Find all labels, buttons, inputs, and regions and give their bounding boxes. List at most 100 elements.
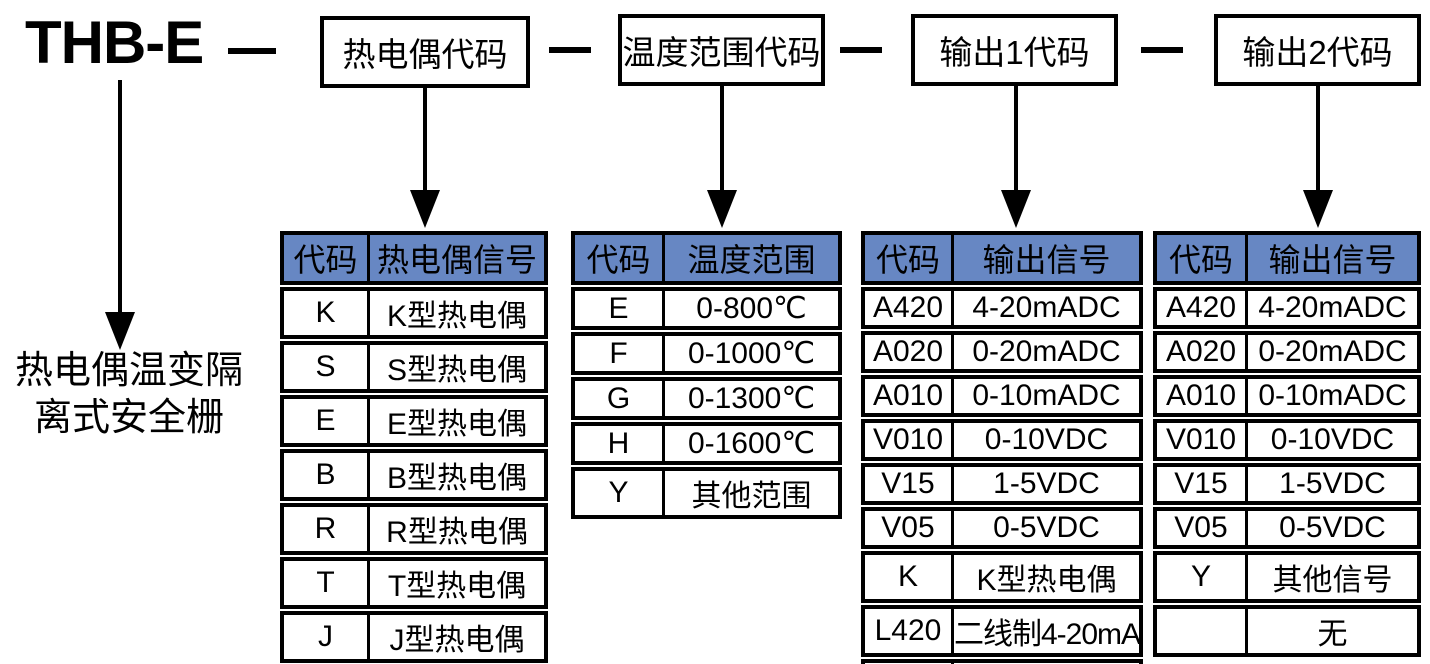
thermocouple-code-box-label: 热电偶代码	[342, 36, 508, 73]
signal-cell: 0-10mADC	[1248, 375, 1421, 417]
code-cell: T	[280, 557, 370, 609]
code-cell: V15	[861, 463, 954, 505]
signal-cell: S型热电偶	[370, 341, 548, 393]
code-cell: S	[280, 341, 370, 393]
model-name: THB-E	[25, 9, 204, 76]
thermocouple-arrow-line	[423, 86, 427, 190]
signal-cell: B型热电偶	[370, 449, 548, 501]
code-cell: Y	[571, 467, 665, 519]
signal-cell: 0-5VDC	[954, 507, 1143, 549]
temperature-range-code-box-label: 温度范围代码	[622, 34, 821, 71]
temperature-range-code-box: 温度范围代码	[618, 14, 825, 86]
signal-cell: 0-800℃	[665, 287, 842, 330]
model-arrow-line	[118, 80, 122, 314]
code-column-header: 代码	[1153, 231, 1248, 285]
signal-cell: 0-1600℃	[665, 422, 842, 465]
signal-column-header: 热电偶信号	[370, 231, 548, 285]
code-cell: K	[280, 287, 370, 339]
signal-cell: 其他信号	[954, 659, 1143, 664]
model-arrow-head-icon	[105, 312, 135, 350]
code-column-header: 代码	[861, 231, 954, 285]
code-column-header: 代码	[280, 231, 370, 285]
signal-cell: 二线制4-20mA	[954, 605, 1143, 657]
code-cell: V010	[861, 419, 954, 461]
dash-separator	[1141, 47, 1183, 53]
dash-separator	[228, 48, 276, 54]
signal-cell: 无	[1248, 605, 1421, 657]
signal-cell: 0-1300℃	[665, 377, 842, 420]
temperature-arrow-head-icon	[707, 190, 737, 228]
signal-cell: 1-5VDC	[954, 463, 1143, 505]
output1-code-box-label: 输出1代码	[939, 34, 1090, 71]
signal-cell: 0-10mADC	[954, 375, 1143, 417]
signal-cell: 0-5VDC	[1248, 507, 1421, 549]
code-cell: E	[280, 395, 370, 447]
code-cell: V05	[1153, 507, 1248, 549]
signal-cell: 其他范围	[665, 467, 842, 519]
code-cell: Y	[861, 659, 954, 664]
code-cell: A020	[1153, 331, 1248, 373]
output1-arrow-head-icon	[1001, 190, 1031, 228]
signal-cell: 0-20mADC	[1248, 331, 1421, 373]
signal-column-header: 温度范围	[665, 231, 842, 285]
thermocouple-code-box: 热电偶代码	[320, 16, 530, 88]
signal-cell: K型热电偶	[954, 551, 1143, 603]
signal-cell: J型热电偶	[370, 611, 548, 663]
code-cell: A020	[861, 331, 954, 373]
thermocouple-arrow-head-icon	[410, 190, 440, 228]
product-description: 热电偶温变隔 离式安全栅	[0, 348, 258, 442]
signal-cell: E型热电偶	[370, 395, 548, 447]
code-column-header: 代码	[571, 231, 665, 285]
code-cell: B	[280, 449, 370, 501]
output1-arrow-line	[1014, 86, 1018, 190]
code-cell	[1153, 605, 1248, 657]
table-row: 无	[1153, 605, 1421, 657]
dash-separator	[840, 47, 882, 53]
signal-cell: 其他信号	[1248, 551, 1421, 603]
code-cell: A010	[1153, 375, 1248, 417]
output1-code-box: 输出1代码	[911, 14, 1118, 86]
signal-cell: 1-5VDC	[1248, 463, 1421, 505]
signal-cell: 4-20mADC	[954, 287, 1143, 329]
code-cell: R	[280, 503, 370, 555]
code-cell: H	[571, 422, 665, 465]
code-cell: V010	[1153, 419, 1248, 461]
signal-column-header: 输出信号	[1248, 231, 1421, 285]
table-header-row: 代码温度范围	[571, 231, 842, 285]
signal-cell: T型热电偶	[370, 557, 548, 609]
product-description-line2: 离式安全栅	[33, 397, 224, 439]
signal-cell: 0-20mADC	[954, 331, 1143, 373]
signal-cell: K型热电偶	[370, 287, 548, 339]
table-header-row: 代码热电偶信号	[280, 231, 548, 285]
code-cell: E	[571, 287, 665, 330]
code-cell: V15	[1153, 463, 1248, 505]
signal-cell: 4-20mADC	[1248, 287, 1421, 329]
product-description-line1: 热电偶温变隔	[14, 350, 243, 392]
code-cell: J	[280, 611, 370, 663]
